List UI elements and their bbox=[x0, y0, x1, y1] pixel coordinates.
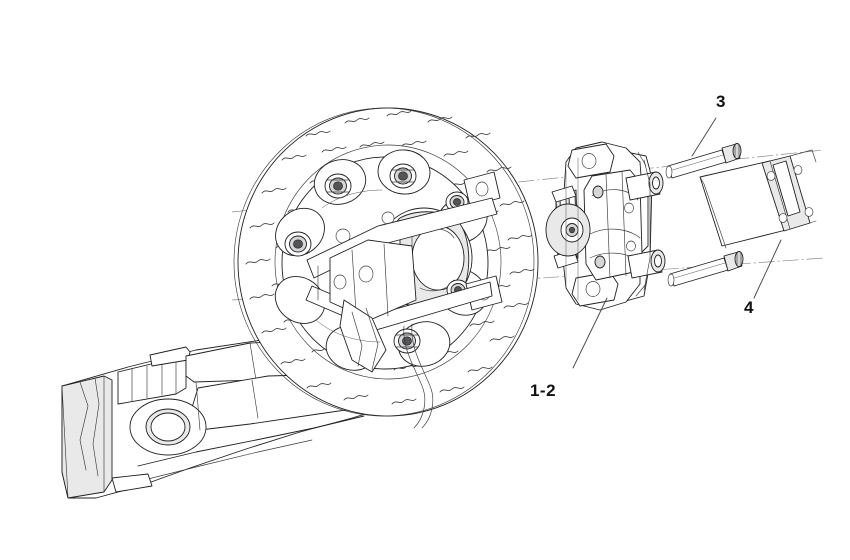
rotor-bolt bbox=[324, 173, 352, 199]
brake-caliper-assembly bbox=[545, 141, 666, 311]
wheel-hub-flange bbox=[274, 149, 503, 429]
callout-4: 4 bbox=[744, 239, 782, 317]
caliper-bolt-boss-upper bbox=[625, 171, 664, 201]
rotor-bolt bbox=[393, 328, 421, 354]
callout-1-2-label: 1-2 bbox=[530, 381, 556, 400]
caliper-mounting-bracket bbox=[699, 149, 817, 249]
rotor-bolt bbox=[389, 163, 417, 189]
rotor-bolt bbox=[284, 231, 312, 257]
callout-4-label: 4 bbox=[744, 298, 754, 317]
callout-3-label: 3 bbox=[716, 92, 726, 111]
callout-3: 3 bbox=[691, 92, 726, 157]
callout-1-2: 1-2 bbox=[530, 297, 608, 400]
caliper-mounting-bolt-lower bbox=[667, 251, 744, 287]
caliper-mounting-bolt-upper bbox=[665, 143, 742, 179]
caliper-bolt-boss-lower bbox=[627, 249, 666, 279]
